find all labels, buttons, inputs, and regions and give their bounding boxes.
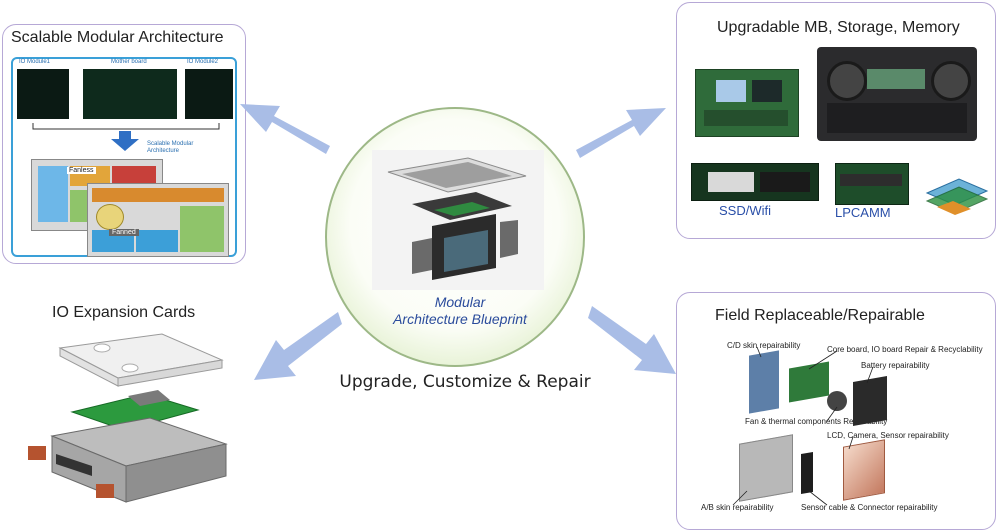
center-title-line2: Architecture Blueprint	[393, 311, 527, 327]
arrow-to-field-replaceable-icon	[588, 306, 676, 374]
cd-skin-label: C/D skin repairability	[727, 341, 801, 350]
ab-skin-label: A/B skin repairability	[701, 503, 774, 512]
arrow-to-upgradable-icon	[576, 108, 666, 158]
laptop-internals-photo	[817, 47, 977, 141]
io-module1-board	[17, 69, 69, 119]
ssd-photo	[691, 163, 819, 201]
scalable-architecture-title: Scalable Modular Architecture	[11, 29, 224, 46]
mother-board-label: Mother board	[111, 59, 147, 65]
fan-thermal-label: Fan & thermal components Repairability	[745, 417, 888, 426]
battery-label: Battery repairability	[861, 361, 930, 370]
lpcamm-label: LPCAMM	[835, 205, 891, 220]
io-cards-title: IO Expansion Cards	[52, 304, 196, 321]
bracket-and-down-arrow	[32, 123, 220, 151]
upgradable-panel: Upgradable MB, Storage, Memory SSD/Wifi …	[676, 2, 996, 239]
scalable-architecture-panel: Scalable Modular Architecture IO Module1…	[2, 24, 246, 264]
upgradable-title: Upgradable MB, Storage, Memory	[717, 19, 960, 36]
fanned-label: Fanned	[109, 229, 139, 236]
callout-lines	[732, 346, 874, 506]
memory-module-diagram	[925, 178, 989, 215]
motherboard-photo	[695, 69, 799, 137]
arrow-to-io-cards-icon	[254, 312, 342, 380]
fan-thermal-part	[827, 391, 847, 411]
io-module1-label: IO Module1	[19, 59, 51, 65]
modular-laptop-exploded-view	[372, 150, 544, 290]
scalable-architecture-figure: IO Module1 Mother board IO Module2 Scala…	[11, 57, 237, 257]
ssd-wifi-label: SSD/Wifi	[719, 203, 771, 218]
fanned-chassis	[87, 183, 229, 257]
io-module2-board	[185, 69, 233, 119]
exploded-laptop-icon	[387, 157, 527, 280]
scalable-label: Scalable Modular Architecture	[147, 141, 193, 155]
fanless-label: Fanless	[67, 167, 96, 174]
center-caption: Upgrade, Customize & Repair	[339, 372, 591, 392]
scalable-label-line1: Scalable Modular	[147, 141, 194, 147]
lpcamm-photo	[835, 163, 909, 205]
center-title: Modular Architecture Blueprint	[370, 294, 550, 328]
io-expansion-card-diagram	[28, 333, 228, 503]
sensor-cable-label: Sensor cable & Connector repairability	[801, 503, 938, 512]
center-title-line1: Modular	[434, 294, 486, 310]
lcd-camera-sensor-label: LCD, Camera, Sensor repairability	[827, 431, 949, 440]
mother-board	[83, 69, 177, 119]
field-replaceable-panel: Field Replaceable/Repairable C/D skin re…	[676, 292, 996, 530]
core-board-label: Core board, IO board Repair & Recyclabil…	[827, 345, 983, 354]
arrow-to-scalable-icon	[240, 104, 330, 154]
field-replaceable-title: Field Replaceable/Repairable	[715, 307, 925, 324]
io-module2-label: IO Module2	[187, 59, 219, 65]
scalable-label-line2: Architecture	[147, 148, 180, 154]
